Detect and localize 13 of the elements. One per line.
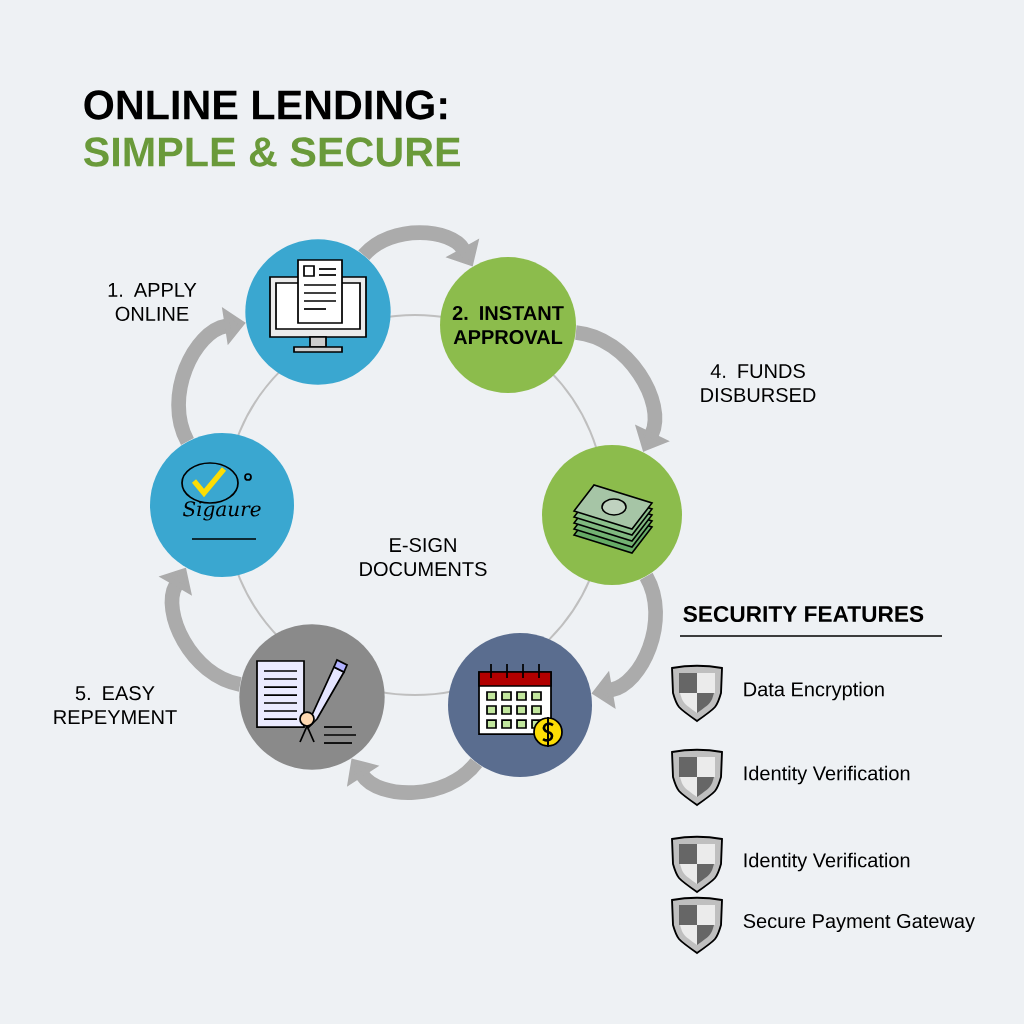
section-heading: SECURITY FEATURES [683,606,924,623]
legend-text: Identity Verification [744,852,910,872]
legend-text: Secure Payment Gateway [743,913,975,933]
legend-text: Identity Verification [744,765,910,785]
step-label: 1. APPLY ONLINE [108,283,197,321]
cycle-arrow [574,325,670,452]
cycle-arrow [346,757,482,800]
legend-text: Data Encryption [744,681,884,701]
step-label: 4. FUNDS DISBURSED [701,363,816,403]
title: ONLINE LENDING: [84,90,447,120]
step-label: 5. EASY REPEYMENT [54,686,177,724]
center-label: E-SIGN DOCUMENTS [360,537,487,577]
subtitle: SIMPLE & SECURE [83,137,460,167]
